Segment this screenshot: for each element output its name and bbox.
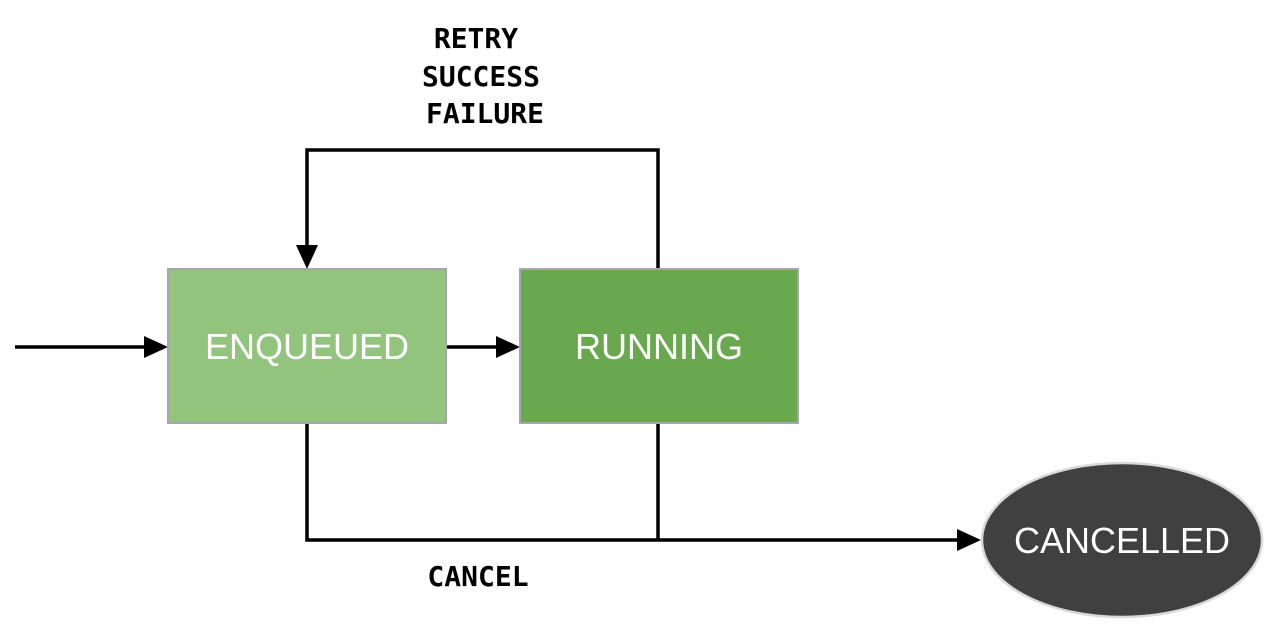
arrowhead-start-to-enqueued <box>144 336 168 358</box>
enqueued-node-label: ENQUEUED <box>205 326 409 367</box>
edge-label-success: SUCCESS <box>422 60 540 93</box>
enqueued-node-box <box>167 268 447 424</box>
edge-label-cancel: CANCEL <box>427 560 528 593</box>
edge-label-failure: FAILURE <box>426 97 544 130</box>
arrowhead-enqueued-to-running <box>496 336 520 358</box>
arrowhead-running-to-enqueued <box>296 245 318 269</box>
cancelled-node-ellipse <box>980 461 1264 619</box>
edge-to-cancelled <box>305 424 981 551</box>
running-node-label: RUNNING <box>575 326 743 367</box>
node-enqueued: ENQUEUED <box>167 268 447 424</box>
running-node-box <box>519 268 799 424</box>
edge-running-to-enqueued-line <box>305 148 660 270</box>
arrowhead-to-cancelled <box>957 529 981 551</box>
cancelled-node-label: CANCELLED <box>1014 520 1230 561</box>
edge-enqueued-to-cancelled-line <box>305 424 959 542</box>
node-running: RUNNING <box>519 268 799 424</box>
edge-enqueued-to-running <box>446 336 520 358</box>
edge-running-to-enqueued <box>296 148 660 270</box>
node-cancelled: CANCELLED <box>980 461 1264 619</box>
edge-start-to-enqueued <box>15 336 168 358</box>
edge-label-retry: RETRY <box>434 22 518 55</box>
edge-label-loop: RETRY SUCCESS FAILURE <box>422 22 544 130</box>
